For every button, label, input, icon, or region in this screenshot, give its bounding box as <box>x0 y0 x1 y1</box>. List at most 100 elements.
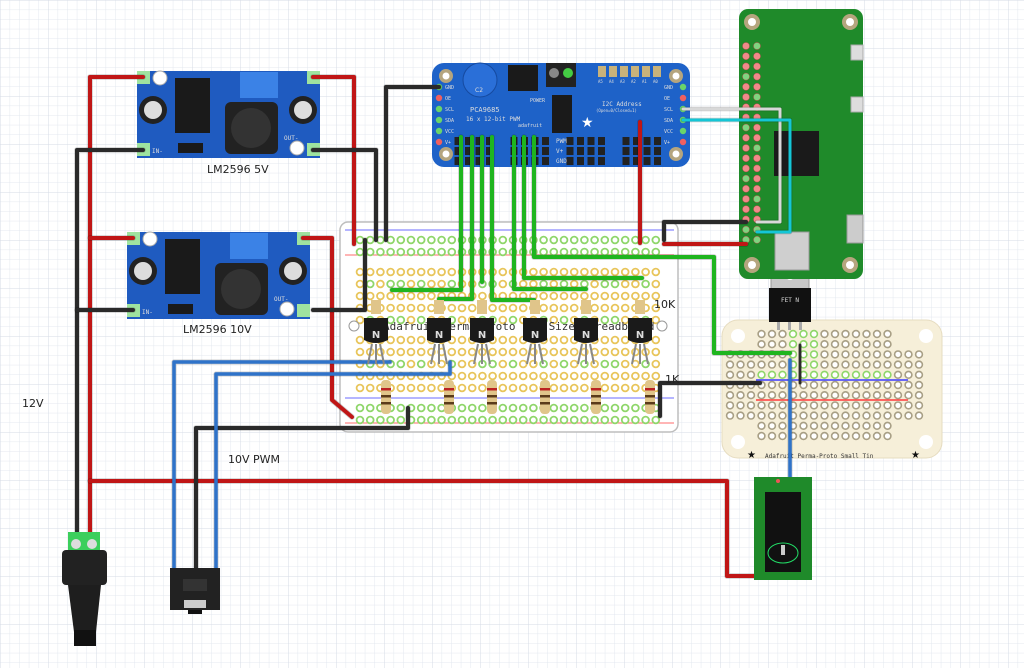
audio-jack[interactable] <box>170 568 220 614</box>
breadboard-hole <box>396 279 406 289</box>
breadboard-hole <box>457 335 467 345</box>
small-board-hole <box>851 421 861 430</box>
breadboard-hole <box>416 267 426 277</box>
breadboard-hole <box>549 267 559 277</box>
lm2596-10v-regulator[interactable]: IN- OUT- <box>127 231 310 319</box>
small-board-hole <box>746 411 756 420</box>
breadboard-hole <box>539 267 548 277</box>
lm2596-5v-regulator[interactable]: IN- OUT- <box>137 70 320 158</box>
breadboard-hole <box>365 415 375 425</box>
breadboard-hole <box>427 247 436 257</box>
transistor-leg <box>589 343 595 365</box>
small-board-hole <box>883 401 892 410</box>
address-label: A4 <box>609 79 614 84</box>
breadboard-hole <box>590 303 599 313</box>
breadboard-hole <box>508 303 518 313</box>
pca-title: PCA9685 <box>470 106 500 114</box>
breadboard-hole <box>355 347 365 357</box>
header-pin <box>542 137 549 145</box>
perma-proto-small-board[interactable]: ★ ★ Adafruit Perma-Proto Small Tin <box>721 319 943 461</box>
header-pin <box>643 157 651 165</box>
breadboard-hole <box>539 303 548 313</box>
breadboard-hole <box>488 303 497 313</box>
breadboard-hole <box>406 235 416 245</box>
small-board-hole <box>914 401 924 410</box>
small-board-hole <box>725 391 735 400</box>
breadboard-hole <box>406 315 416 325</box>
mini-hdmi-port <box>846 214 864 244</box>
small-board-hole <box>725 370 735 379</box>
label-12v: 12V <box>22 397 44 410</box>
breadboard-hole <box>416 303 426 313</box>
transistor-leg <box>442 343 448 365</box>
small-board-hole <box>746 391 756 400</box>
breadboard-hole <box>569 303 579 313</box>
transistor-leg <box>473 343 479 365</box>
small-board-hole <box>778 421 787 430</box>
breadboard-hole <box>386 247 395 257</box>
breadboard-hole <box>498 359 508 369</box>
pca9685-pwm-board[interactable]: C2 PCA9685 16 x 12-bit PWM POWER I2C Add… <box>432 62 690 167</box>
small-board-hole <box>872 370 882 379</box>
breadboard-hole <box>590 235 599 245</box>
small-board-hole <box>872 401 882 410</box>
small-board-hole <box>914 360 924 369</box>
address-label: A0 <box>653 79 658 84</box>
breadboard-hole <box>600 303 610 313</box>
small-board-hole <box>851 350 861 359</box>
gpio-pin <box>753 185 761 193</box>
small-board-hole <box>757 340 766 349</box>
breadboard-hole <box>416 403 426 413</box>
wire-audio-blue <box>214 360 452 572</box>
wire-gnd-black <box>384 85 441 242</box>
breadboard-hole <box>610 415 620 425</box>
gpio-pin <box>742 72 750 81</box>
small-board-hole <box>820 431 829 441</box>
breadboard-hole <box>600 347 610 357</box>
wire-gnd-black <box>662 220 748 242</box>
breadboard-hole <box>406 359 416 369</box>
breadboard-hole <box>559 303 569 313</box>
pca-i2c-sublabel: (Open=0/Closed=1) <box>596 108 637 113</box>
small-board-hole <box>820 329 829 339</box>
breadboard-hole <box>518 371 528 381</box>
breadboard-hole <box>457 303 467 313</box>
breadboard-hole <box>529 403 538 413</box>
wire-12v-red <box>88 479 779 578</box>
pca-pin-label: V+ <box>664 140 670 146</box>
wire-gnd-black <box>75 148 145 539</box>
breadboard-hole <box>590 359 599 369</box>
breadboard-hole <box>396 335 406 345</box>
gpio-pin <box>753 154 761 162</box>
breadboard-hole <box>600 279 610 289</box>
header-pin <box>622 157 630 165</box>
dc-barrel-jack-output[interactable] <box>754 477 812 580</box>
small-board-hole <box>914 391 924 400</box>
dc-barrel-jack-input[interactable] <box>62 532 107 646</box>
resistor-10k <box>581 300 591 314</box>
small-board-hole <box>809 380 819 390</box>
small-board-hole <box>767 431 777 441</box>
transistor-leg <box>643 343 649 365</box>
small-board-hole <box>778 329 787 339</box>
wire-pwm-green <box>512 135 588 291</box>
breadboard-hole <box>631 403 640 413</box>
small-board-hole <box>799 431 808 441</box>
small-board-hole <box>904 401 913 410</box>
small-board-hole <box>862 350 871 359</box>
breadboard-hole <box>600 383 610 393</box>
small-board-hole <box>841 411 850 420</box>
breadboard-hole <box>437 415 446 425</box>
raspberry-pi-zero[interactable] <box>739 9 864 279</box>
breadboard-hole <box>580 291 589 301</box>
breadboard-hole <box>610 235 620 245</box>
pca-pin <box>679 83 687 91</box>
breadboard-hole <box>559 267 569 277</box>
gpio-pin <box>753 164 761 173</box>
breadboard-hole <box>498 403 508 413</box>
breadboard-hole <box>508 335 518 345</box>
breadboard-hole <box>498 383 508 393</box>
small-board-hole <box>862 391 871 400</box>
header-pin <box>654 137 661 145</box>
breadboard-hole <box>467 371 477 381</box>
